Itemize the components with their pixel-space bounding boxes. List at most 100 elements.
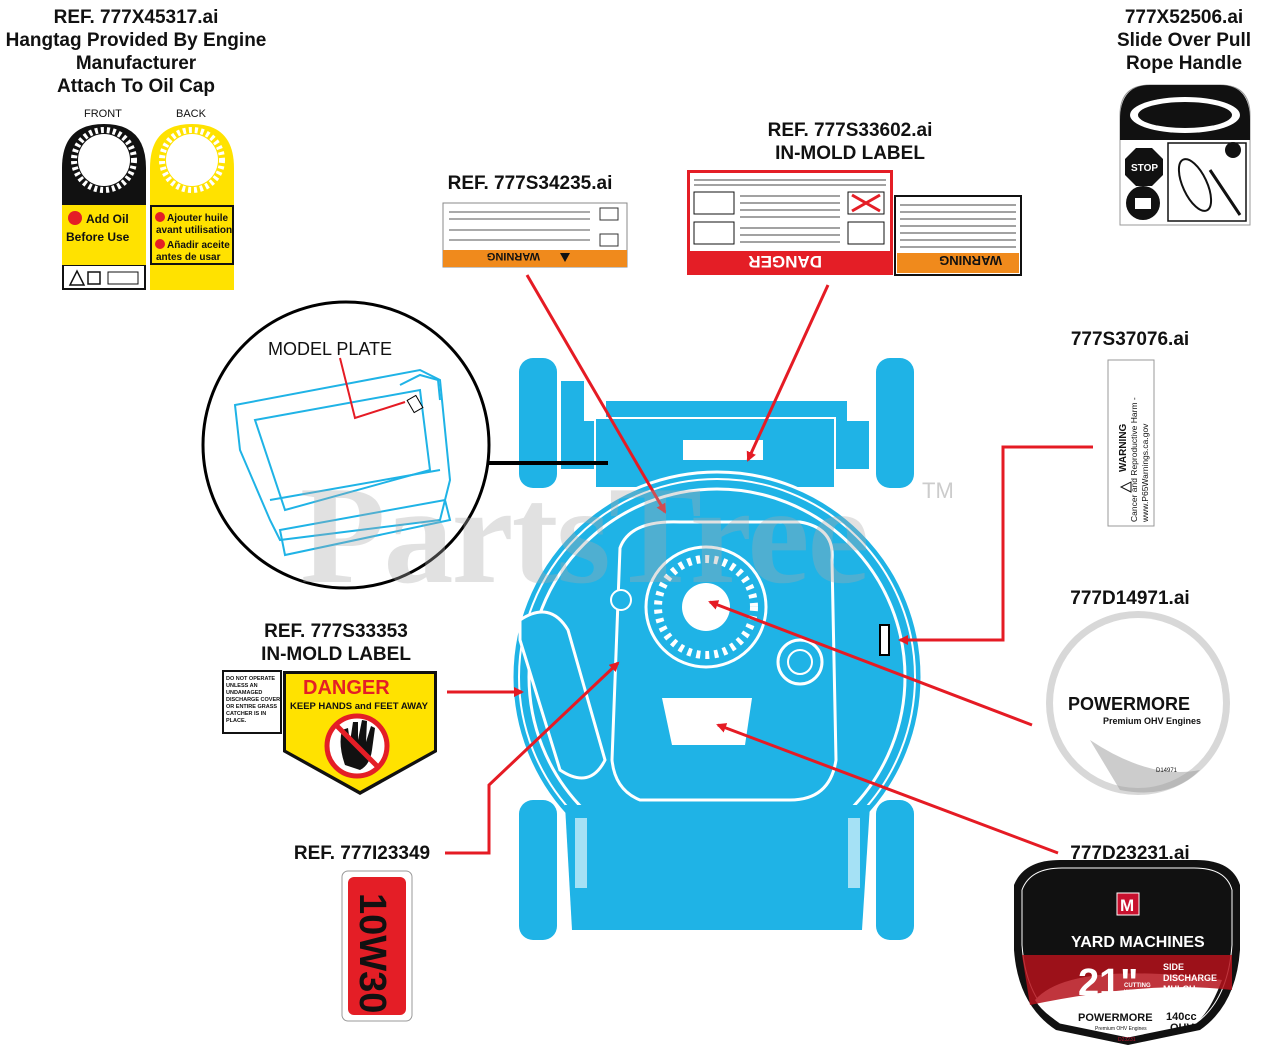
powermore-round-brand: POWERMORE: [1068, 694, 1190, 714]
mower-discharge-chute: [518, 610, 607, 780]
engine-recoil-center: [682, 583, 730, 631]
wheel-rear-left: [519, 358, 557, 488]
arrow-powermore-round: [708, 600, 1033, 727]
hangtag-back-hole: [166, 134, 218, 186]
danger-side-text-7: PLACE.: [226, 718, 247, 724]
model-plate-mark: [406, 394, 424, 414]
hangtag-back-stop-1: [155, 212, 165, 222]
danger-side-text-4: DISCHARGE COVER: [226, 697, 280, 703]
danger-left-title: DANGER: [303, 677, 390, 699]
mower-rear-window: [683, 440, 763, 460]
ref-hangtag: REF. 777X45317.ai Hangtag Provided By En…: [0, 6, 272, 98]
pull-rope-label: STOP: [1119, 84, 1251, 226]
ref-hangtag-line2: Hangtag Provided By Engine: [5, 30, 267, 51]
ref-in-mold-top: REF. 777S33602.ai IN-MOLD LABEL: [740, 119, 960, 165]
stop-sign-icon: [1125, 148, 1163, 186]
in-mold-label-top: DANGER WARNING: [687, 170, 1022, 276]
engine-label-window: [662, 698, 752, 745]
ref-warning-top: REF. 777S34235.ai: [430, 172, 630, 195]
yard-machines-mode-1: SIDE: [1163, 962, 1184, 972]
yard-machines-logo: [1116, 892, 1140, 916]
trademark-mark: TM: [922, 478, 954, 503]
yard-machines-size-sub-2: WIDTH: [1124, 990, 1144, 996]
ref-in-mold-top-line1: REF. 777S33602.ai: [767, 120, 933, 141]
arrow-warning-top: [525, 274, 667, 514]
arrow-oil-label: [445, 661, 620, 855]
yard-machines-brand: YARD MACHINES: [1071, 934, 1205, 951]
in-mold-top-danger-word: DANGER: [748, 252, 822, 271]
hangtag-back-text-2: avant utilisation: [156, 225, 232, 236]
ref-prop65-line1: 777S37076.ai: [1070, 329, 1190, 350]
ref-pull-rope-line1: 777X52506.ai: [1124, 7, 1244, 28]
warning-label-top-band: [443, 250, 627, 267]
yard-machines-size-sub-1: CUTTING: [1124, 983, 1151, 989]
danger-left-subtitle: KEEP HANDS and FEET AWAY: [290, 701, 429, 712]
yard-machines-ohv: OHV: [1170, 1022, 1195, 1034]
danger-side-text-5: OR ENTIRE GRASS: [226, 704, 277, 710]
hangtag-back-caption: BACK: [176, 108, 207, 120]
ref-powermore-line1: 777D14971.ai: [1070, 588, 1190, 609]
wheel-front-right: [876, 800, 914, 940]
arrow-yard-machines: [716, 723, 1059, 855]
caution-icon: [1225, 142, 1241, 158]
engine-oil-cap-inner: [787, 649, 813, 675]
mower-front-area: [565, 805, 870, 930]
prop65-line-3: www.P65Warnings.ca.gov: [1140, 423, 1150, 523]
hangtag-back-text-4: antes de usar: [156, 252, 221, 263]
hangtag-oil-icon: [107, 271, 139, 285]
ref-pull-rope: 777X52506.ai Slide Over Pull Rope Handle: [1090, 6, 1278, 75]
danger-side-text-1: DO NOT OPERATE: [226, 676, 275, 682]
wheel-rear-right: [876, 358, 914, 488]
ref-oil-line1: REF. 777I23349: [293, 843, 431, 864]
ref-hangtag-line4: Attach To Oil Cap: [57, 76, 215, 97]
yard-machines-mode-2: DISCHARGE: [1163, 973, 1217, 983]
blade-icon: [1177, 158, 1213, 212]
ref-hangtag-line3: Manufacturer: [75, 53, 197, 74]
powermore-round-code: D14971: [1156, 768, 1178, 774]
warning-label-top: WARNING: [442, 202, 628, 268]
hangtag-front-text-1: Add Oil: [86, 212, 129, 226]
mower-front-slot-2: [848, 818, 860, 888]
hangtag-back-text-1: Ajouter huile: [167, 213, 229, 224]
hangtag-front-text-2: Before Use: [66, 230, 130, 244]
stop-sign-text: STOP: [1131, 163, 1158, 174]
ref-yard-machines-line1: 777D23231.ai: [1070, 843, 1190, 864]
model-plate-label: MODEL PLATE: [268, 339, 392, 359]
yard-machines-engine-sub: Premium OHV Engines: [1095, 1026, 1147, 1032]
hangtag-stop-icon: [68, 211, 82, 225]
wheel-front-left: [519, 800, 557, 940]
hangtag-manual-icon: [87, 271, 101, 285]
svg-text:M: M: [1120, 896, 1134, 915]
yard-machines-engine-brand: POWERMORE: [1078, 1012, 1153, 1024]
ref-in-mold-left-line1: REF. 777S33353: [264, 621, 408, 642]
hangtag-back-hole-teeth: [159, 127, 225, 193]
prop65-label: WARNING Cancer and Reproductive Harm - w…: [1107, 359, 1155, 527]
hangtag-front-caption: FRONT: [84, 108, 122, 120]
danger-side-text-6: CATCHER IS IN: [226, 711, 266, 717]
ref-in-mold-left: REF. 777S33353 IN-MOLD LABEL: [236, 620, 436, 666]
model-plate-circle: [201, 300, 491, 590]
engine-fuel-cap: [610, 589, 632, 611]
model-plate-pointer: [339, 357, 406, 420]
oil-label-text: 10W30: [351, 893, 393, 1013]
warning-label-top-word: WARNING: [487, 250, 540, 262]
hangtag-front-hole-teeth: [71, 127, 137, 193]
hangtag-label: FRONT BACK Add Oil Before Use Ajouter hu…: [62, 108, 234, 290]
ref-yard-machines: 777D23231.ai: [1040, 842, 1220, 865]
ref-oil-label: REF. 777I23349: [282, 842, 442, 865]
ref-hangtag-line1: REF. 777X45317.ai: [53, 7, 219, 28]
oil-label: 10W30: [341, 870, 413, 1022]
powermore-round-sub: Premium OHV Engines: [1103, 716, 1201, 726]
yard-machines-size: 21": [1078, 962, 1138, 1004]
yard-machines-mode-3: MULCH: [1163, 984, 1196, 994]
danger-side-text-2: UNLESS AN: [226, 683, 258, 689]
model-plate-callout: MODEL PLATE: [201, 300, 608, 590]
ref-powermore-round: 777D14971.ai: [1050, 587, 1210, 610]
danger-left-side-text: DO NOT OPERATE UNLESS AN UNDAMAGED DISCH…: [226, 676, 280, 724]
engine-side-label-marker: [879, 624, 890, 656]
prop65-line-2: Cancer and Reproductive Harm -: [1129, 397, 1139, 522]
mower-front-slot-1: [575, 818, 587, 888]
model-plate-sketch: [233, 368, 452, 557]
ref-pull-rope-line3: Rope Handle: [1125, 53, 1243, 74]
